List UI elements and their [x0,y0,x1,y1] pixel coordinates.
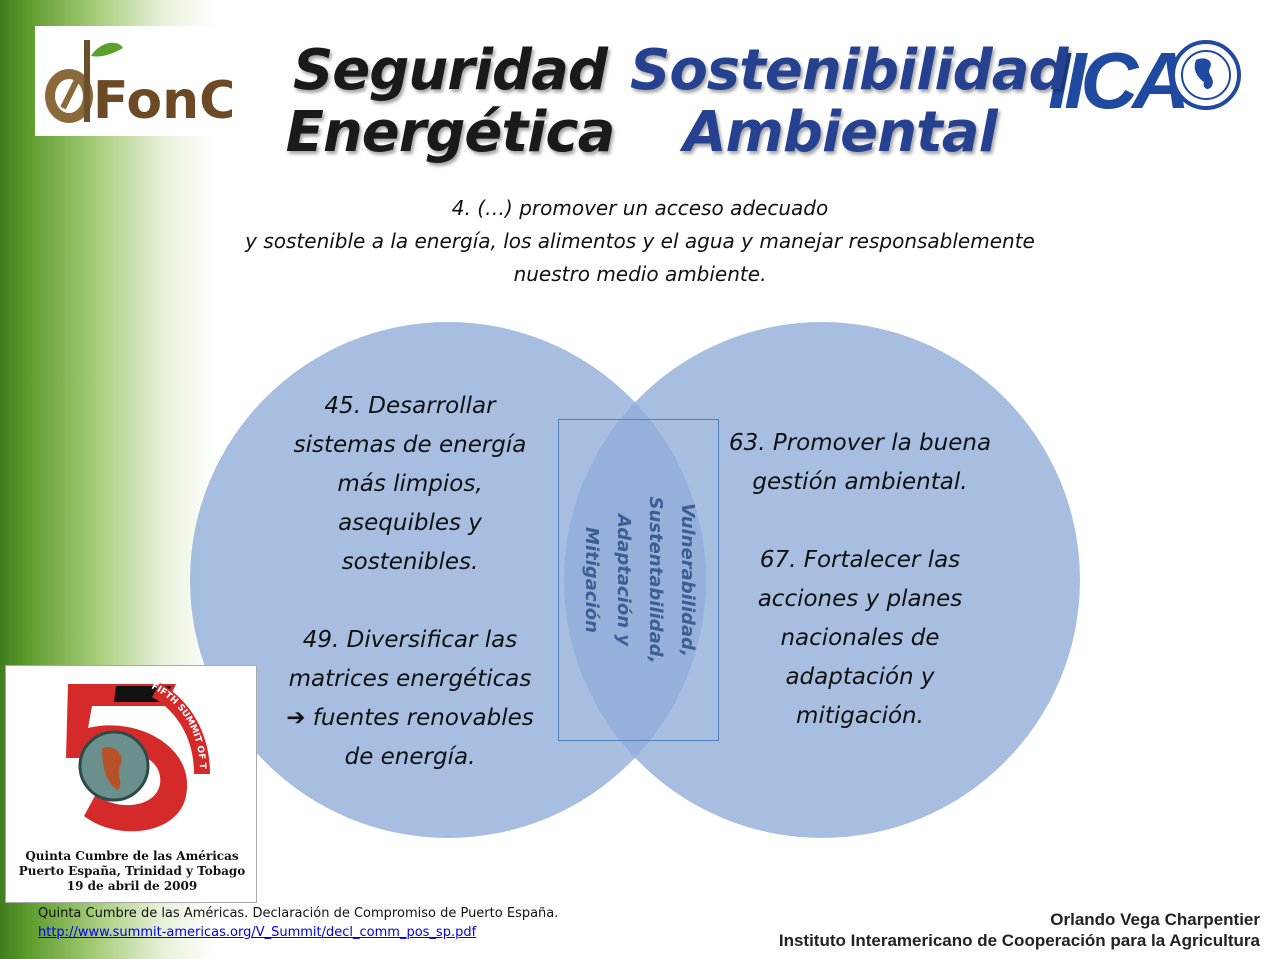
summit-caption-3: 19 de abril de 2009 [66,879,198,893]
title-left-line2: Energética [285,100,616,165]
item45-line2: sistemas de energía [293,432,527,458]
left-circle-text: 45. Desarrollar sistemas de energía más … [260,387,560,777]
arrow-icon: ➔ [286,705,306,731]
intro-quote: 4. (…) promover un acceso adecuado y sos… [180,192,1100,291]
item49-line3-text: fuentes renovables [305,705,534,731]
item45-line5: sostenibles. [341,549,479,575]
title-right-line1: Sostenibilidad [630,38,1069,103]
author-credit: Orlando Vega Charpentier Instituto Inter… [779,909,1260,951]
title-sostenibilidad-ambiental: Sostenibilidad Ambiental [630,38,1069,165]
overlap-line1: Vulnerabilidad, [677,503,698,657]
source-citation: Quinta Cumbre de las Américas. Declaraci… [38,904,558,942]
summit-logo: FIFTH SUMMIT OF THE AMERICAS Quinta Cumb… [5,665,257,903]
title-left-line1: Seguridad [292,38,608,103]
intro-line1: 4. (…) promover un acceso adecuado [451,196,829,220]
venn-circle-left [190,322,706,838]
item67-line3: nacionales de [780,625,940,651]
item67-line1: 67. Fortalecer las [759,547,961,573]
item45-line1: 45. Desarrollar [324,393,496,419]
item49-line1: 49. Diversificar las [302,627,518,653]
summit-emblem: FIFTH SUMMIT OF THE AMERICAS [6,666,210,832]
overlap-line4: Mitigación [581,527,602,633]
overlap-frame [558,419,719,741]
item49-line3: ➔ fuentes renovables [260,699,560,738]
item67-line5: mitigación. [796,703,924,729]
author-name: Orlando Vega Charpentier [1050,910,1260,929]
item63-line1: 63. Promover la buena [728,430,992,456]
intro-line2: y sostenible a la energía, los alimentos… [245,229,1035,253]
source-link[interactable]: http://www.summit-americas.org/V_Summit/… [38,925,477,940]
fonct-logo: FonCT [35,26,273,136]
iica-logo-text: IICA [1048,36,1184,120]
item67-line4: adaptación y [785,664,935,690]
source-text: Quinta Cumbre de las Américas. Declaraci… [38,906,559,921]
item63-line2: gestión ambiental. [752,469,968,495]
item45-line3: más limpios, [337,471,483,497]
title-seguridad-energetica: Seguridad Energética [270,40,630,164]
item45-line4: asequibles y [338,510,482,536]
iica-logo: IICA [1048,30,1248,125]
author-organization: Instituto Interamericano de Cooperación … [778,931,1260,950]
summit-caption-1: Quinta Cumbre de las Américas [25,849,239,863]
intro-line3: nuestro medio ambiente. [513,262,767,286]
venn-circle-right [564,322,1080,838]
title-right-line2: Ambiental [683,100,998,165]
item49-line4: de energía. [344,744,476,770]
right-circle-text: 63. Promover la buena gestión ambiental.… [705,424,1015,736]
overlap-line3: Adaptación y [613,513,634,647]
summit-caption-2: Puerto España, Trinidad y Tobago [18,864,246,878]
item67-line2: acciones y planes [757,586,963,612]
overlap-line2: Sustentabilidad, [645,496,666,664]
iica-logo-graphic: IICA [1048,36,1241,125]
overlap-label: Vulnerabilidad, Sustentabilidad, Adaptac… [575,415,703,745]
item49-line2: matrices energéticas [288,666,532,692]
